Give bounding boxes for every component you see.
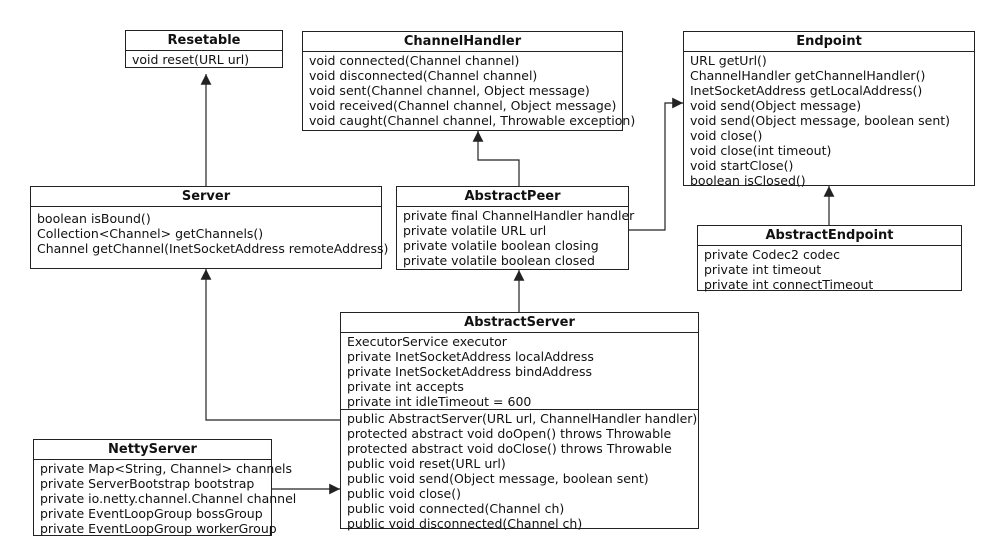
member-list: void connected(Channel channel) void dis…: [303, 52, 636, 128]
class-name: ChannelHandler: [303, 32, 622, 52]
member-list: private final ChannelHandler handler pri…: [397, 207, 635, 268]
class-server: Server boolean isBound() Collection<Chan…: [30, 186, 389, 269]
member-row: private ServerBootstrap bootstrap: [40, 476, 255, 491]
member-row: private volatile boolean closing: [403, 238, 599, 253]
field-row: private int idleTimeout = 600: [347, 394, 532, 409]
field-row: ExecutorService executor: [347, 334, 507, 349]
member-list: private Map<String, Channel> channels pr…: [34, 460, 297, 536]
method-list: public AbstractServer(URL url, ChannelHa…: [341, 409, 698, 531]
method-row: public void reset(URL url): [347, 456, 506, 471]
member-row: void disconnected(Channel channel): [309, 68, 538, 83]
method-row: protected abstract void doClose() throws…: [347, 441, 672, 456]
member-row: Collection<Channel> getChannels(): [37, 226, 264, 241]
member-row: boolean isClosed(): [690, 173, 806, 188]
field-row: private int accepts: [347, 379, 464, 394]
class-name: Endpoint: [684, 32, 974, 52]
class-name: NettyServer: [34, 440, 271, 460]
member-row: private final ChannelHandler handler: [403, 208, 635, 223]
method-row: public void disconnected(Channel ch): [347, 516, 583, 531]
class-name: AbstractServer: [341, 313, 698, 333]
member-row: private EventLoopGroup workerGroup: [40, 521, 277, 536]
member-row: void caught(Channel channel, Throwable e…: [309, 113, 636, 128]
member-row: ChannelHandler getChannelHandler(): [690, 68, 926, 83]
member-row: URL getUrl(): [690, 53, 767, 68]
method-row: public void send(Object message, boolean…: [347, 471, 649, 486]
member-row: private volatile URL url: [403, 223, 547, 238]
field-list: ExecutorService executor private InetSoc…: [341, 333, 698, 409]
member-list: void reset(URL url): [126, 51, 282, 67]
class-endpoint: Endpoint URL getUrl() ChannelHandler get…: [683, 31, 975, 188]
member-row: void send(Object message, boolean sent): [690, 113, 951, 128]
member-row: void sent(Channel channel, Object messag…: [309, 83, 590, 98]
class-name: Resetable: [126, 31, 282, 51]
member-row: void close(int timeout): [690, 143, 832, 158]
member-row: private EventLoopGroup bossGroup: [40, 506, 263, 521]
member-row: void reset(URL url): [132, 52, 250, 67]
method-row: public void close(): [347, 486, 461, 501]
member-row: void connected(Channel channel): [309, 53, 520, 68]
class-abstract-peer: AbstractPeer private final ChannelHandle…: [396, 186, 635, 270]
method-row: public AbstractServer(URL url, ChannelHa…: [347, 411, 698, 426]
member-list: URL getUrl() ChannelHandler getChannelHa…: [684, 52, 974, 188]
member-row: InetSocketAddress getLocalAddress(): [690, 83, 923, 98]
edge-abstractpeer-to-channelhandler: [472, 131, 520, 186]
member-row: private int timeout: [704, 262, 822, 277]
member-row: private io.netty.channel.Channel channel: [40, 491, 297, 506]
edge-abstractpeer-to-endpoint: [629, 97, 683, 231]
class-netty-server: NettyServer private Map<String, Channel>…: [33, 439, 297, 536]
member-row: void send(Object message): [690, 98, 862, 113]
method-row: public void connected(Channel ch): [347, 501, 565, 516]
field-row: private InetSocketAddress localAddress: [347, 349, 594, 364]
class-abstract-endpoint: AbstractEndpoint private Codec2 codec pr…: [697, 225, 962, 292]
class-name: AbstractEndpoint: [698, 226, 961, 246]
member-row: void received(Channel channel, Object me…: [309, 98, 617, 113]
member-list: boolean isBound() Collection<Channel> ge…: [31, 207, 389, 256]
class-name: AbstractPeer: [397, 187, 628, 207]
member-row: private Map<String, Channel> channels: [40, 461, 293, 476]
class-abstract-server: AbstractServer ExecutorService executor …: [340, 312, 699, 531]
member-row: void close(): [690, 128, 763, 143]
class-channel-handler: ChannelHandler void connected(Channel ch…: [302, 31, 636, 131]
member-row: void startClose(): [690, 158, 794, 173]
method-row: protected abstract void doOpen() throws …: [347, 426, 672, 441]
member-list: private Codec2 codec private int timeout…: [698, 246, 961, 292]
member-row: private Codec2 codec: [704, 247, 840, 262]
class-resetable: Resetable void reset(URL url): [125, 30, 283, 68]
member-row: Channel getChannel(InetSocketAddress rem…: [37, 241, 389, 256]
field-row: private InetSocketAddress bindAddress: [347, 364, 593, 379]
class-name: Server: [31, 187, 381, 207]
member-row: private int connectTimeout: [704, 277, 874, 292]
edge-abstractserver-to-server: [200, 269, 340, 421]
member-row: private volatile boolean closed: [403, 253, 595, 268]
member-row: boolean isBound(): [37, 211, 151, 226]
